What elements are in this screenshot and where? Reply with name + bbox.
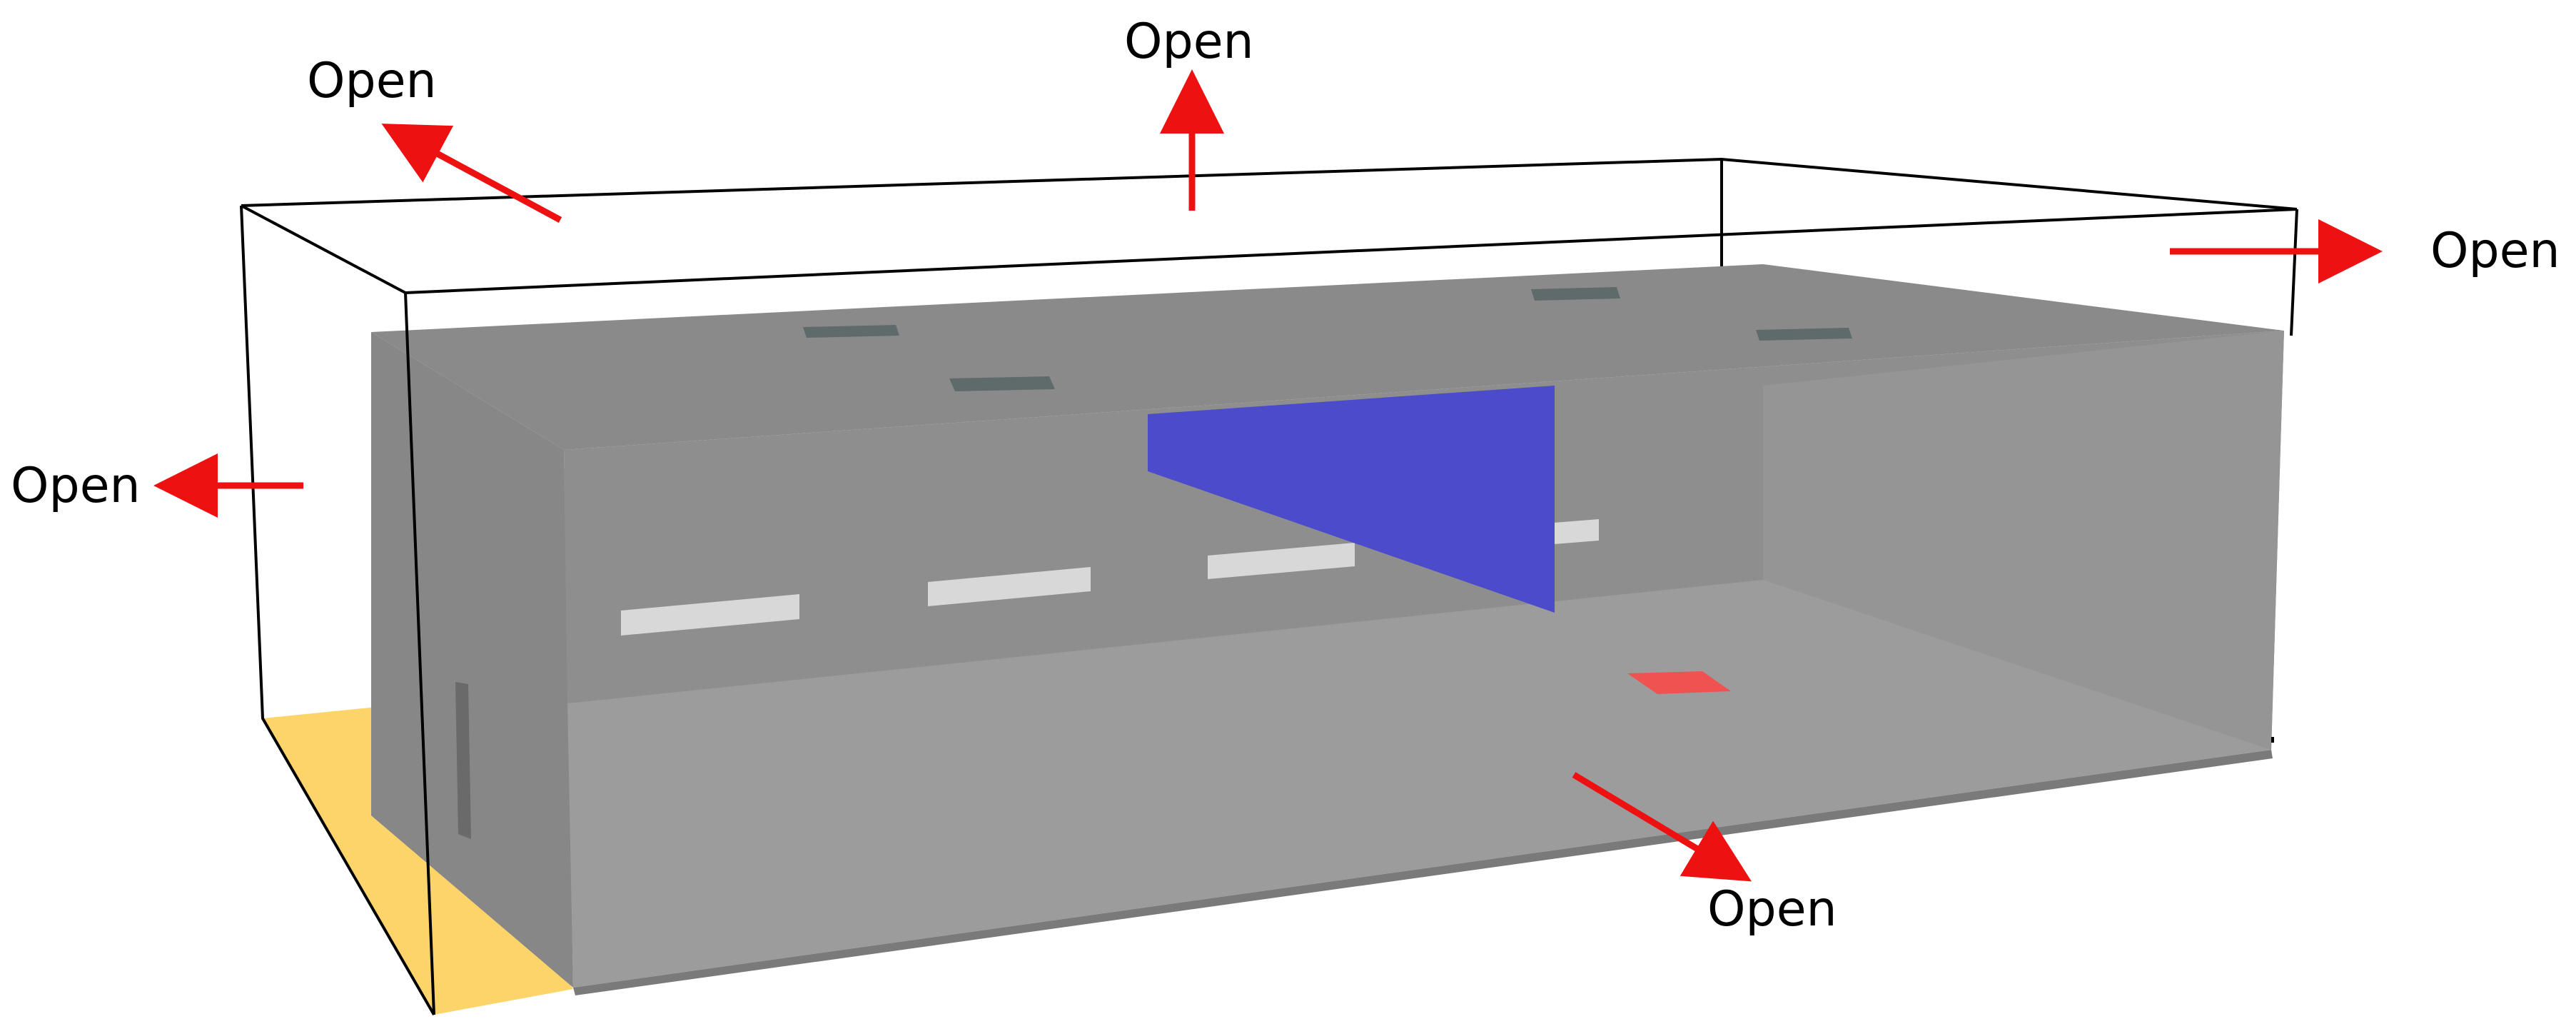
building-floor-edge xyxy=(573,750,2273,995)
open-label-bottom: Open xyxy=(1707,881,1837,938)
building-roof xyxy=(371,264,2284,450)
roof-vent-3 xyxy=(1531,287,1620,301)
window-4 xyxy=(1545,519,1599,545)
arrow-top-left xyxy=(381,124,562,223)
building-right-wall xyxy=(1763,331,2284,750)
window-3 xyxy=(1208,543,1355,579)
window-2 xyxy=(928,567,1091,606)
roof-vent-2 xyxy=(949,376,1055,391)
partition-plane xyxy=(1148,386,1555,613)
open-label-left: Open xyxy=(11,458,141,514)
open-label-top-left: Open xyxy=(307,53,437,109)
domain-box-back-edges xyxy=(241,157,2298,271)
building-left-wall xyxy=(371,332,573,988)
open-label-right: Open xyxy=(2430,223,2560,279)
open-label-top-center: Open xyxy=(1124,14,1254,70)
inlet-surface xyxy=(263,707,573,1015)
roof-vent-4 xyxy=(1756,328,1852,341)
domain-box-front-edges xyxy=(240,204,2298,1016)
arrow-bottom xyxy=(1572,772,1752,882)
side-door xyxy=(455,682,471,839)
heat-source-patch xyxy=(1627,671,1731,694)
building-floor xyxy=(567,580,2271,988)
open-arrows xyxy=(153,69,2383,882)
roof-vent-1 xyxy=(803,325,899,338)
window-1 xyxy=(621,594,799,636)
